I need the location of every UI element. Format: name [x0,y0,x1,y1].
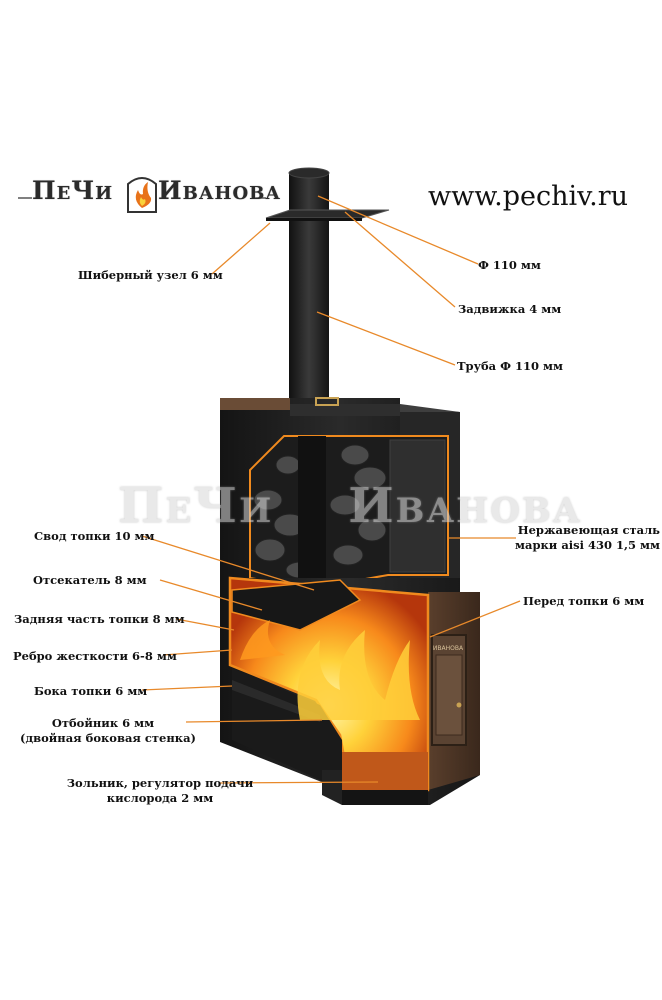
label-zolnik: Зольник, регулятор подачи кислорода 2 мм [60,776,260,806]
label-otboinik: Отбойник 6 мм (двойная боковая стенка) [20,716,196,746]
website-url[interactable]: www.pechiv.ru [428,181,629,212]
label-otsekatel: Отсекатель 8 мм [33,573,147,587]
watermark: ПеЧи Иванова [118,478,582,534]
brand-logo: ПеЧи Иванова [18,172,280,216]
label-zolnik-line2: кислорода 2 мм [106,791,214,805]
label-zadnyaya: Задняя часть топки 8 мм [14,612,185,626]
logo-text-right: Иванова [158,176,282,205]
fire-flames [240,620,420,720]
door-nameplate: ИВАНОВА [433,645,464,652]
label-stainless: Нержавеющая сталь марки aisi 430 1,5 мм [515,523,660,553]
lid-handle [315,397,339,406]
leader-lines [141,195,521,784]
label-truba: Труба Ф 110 мм [457,359,563,373]
ash-pan [342,752,428,790]
logo-text-left: ПеЧи [32,176,114,205]
label-svod: Свод топки 10 мм [34,529,155,543]
door-handle [456,702,462,708]
label-zolnik-line1: Зольник, регулятор подачи [66,776,254,790]
flame-emblem-icon [127,177,157,213]
label-otboinik-line1: Отбойник 6 мм [51,716,155,730]
label-zadvizhka: Задвижка 4 мм [458,302,562,316]
label-rebro: Ребро жесткости 6-8 мм [13,649,177,663]
label-stainless-line2: марки aisi 430 1,5 мм [515,538,660,552]
label-shiber: Шиберный узел 6 мм [78,268,223,282]
logo-frame [18,177,266,213]
label-boka: Бока топки 6 мм [34,684,148,698]
label-stainless-line1: Нержавеющая сталь [517,523,660,537]
label-perednyaya: Перед топки 6 мм [523,594,645,608]
watermark-right: Иванова [348,478,583,534]
label-diameter: Ф 110 мм [478,258,541,272]
label-otboinik-line2: (двойная боковая стенка) [20,731,196,745]
watermark-left: ПеЧи [118,478,274,534]
cutoff-baffle [231,579,362,631]
damper-plate [265,209,390,219]
chimney-pipe [289,172,329,408]
